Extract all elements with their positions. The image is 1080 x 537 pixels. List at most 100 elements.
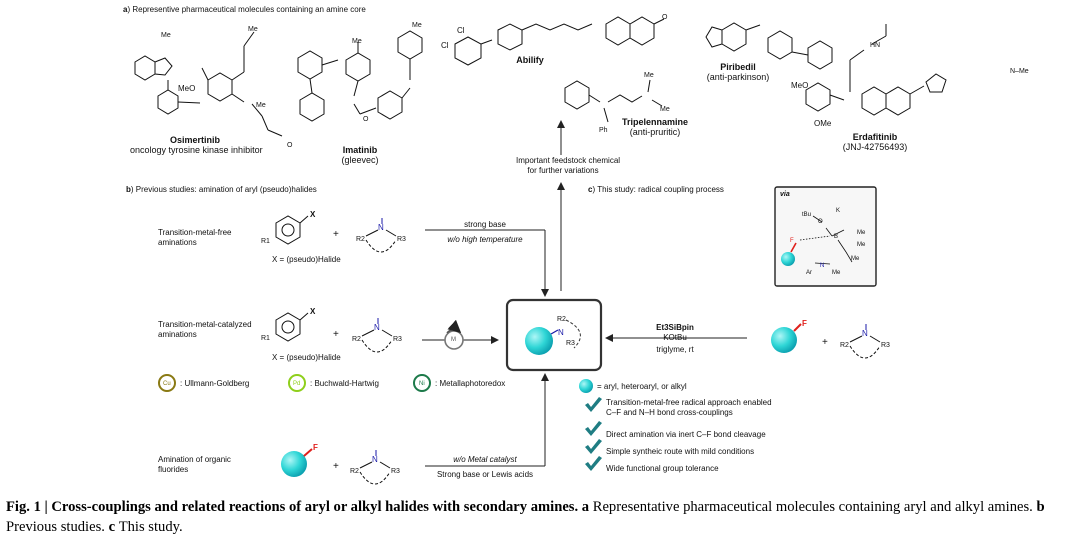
catalyst-ni-metal: Ni — [419, 381, 425, 387]
catalyst-pd-metal: Pd — [293, 381, 301, 387]
via-me2: Me — [857, 242, 866, 248]
catalyst-pd-name: : Buchwald-Hartwig — [310, 379, 379, 388]
row2-n: N — [374, 323, 380, 332]
row1-amine — [365, 218, 397, 253]
via-b: B — [834, 234, 839, 240]
reagent-label: Et3SiBpin — [656, 323, 694, 332]
row2-halide-note: X = (pseudo)Halide — [272, 353, 341, 362]
row1-r3: R3 — [397, 236, 406, 243]
via-box — [774, 186, 877, 287]
atom-label: Me — [412, 22, 422, 29]
atom-label: N–Me — [1010, 68, 1029, 75]
row1-cond-below: w/o high temperature — [447, 235, 523, 244]
erdafitinib-desc: (JNJ-42756493) — [842, 142, 908, 152]
c-amine — [849, 324, 881, 359]
c-fluoro-substrate — [771, 323, 802, 353]
via-me4: Me — [832, 270, 841, 276]
row1-halide-note: X = (pseudo)Halide — [272, 255, 341, 264]
solvent-label: triglyme, rt — [656, 345, 694, 354]
section-b-heading: b) Previous studies: amination of aryl (… — [126, 185, 317, 194]
row3-cond-below: Strong base or Lewis acids — [436, 470, 534, 479]
atom-label: O — [662, 14, 668, 21]
row1-cond-above: strong base — [464, 220, 506, 229]
c-f-label: F — [802, 319, 807, 328]
row2-x-label: X — [310, 307, 316, 316]
atom-label: HN — [870, 42, 881, 49]
atom-label: Me — [256, 102, 266, 109]
osimertinib-desc: oncology tyrosine kinase inhibitor — [130, 145, 263, 155]
catalyst-cu-name: : Ullmann-Goldberg — [180, 379, 250, 388]
legend-text: = aryl, heteroaryl, or alkyl — [597, 382, 687, 391]
via-tbu: tBu — [802, 212, 812, 218]
imatinib-name: Imatinib — [342, 145, 378, 155]
row1-r2: R2 — [356, 236, 365, 243]
atom-label: Ph — [599, 127, 608, 134]
abilify-structure — [454, 16, 665, 66]
figure-caption: Fig. 1 | Cross-couplings and related rea… — [6, 499, 1045, 535]
legend-ball — [579, 379, 593, 393]
metal-catalyst-cycle-icon — [444, 319, 464, 350]
catalyst-ni-icon — [413, 374, 431, 392]
piribedil-name: Piribedil — [720, 62, 756, 72]
row3-amine — [359, 450, 391, 485]
via-me1: Me — [857, 230, 866, 236]
tripelennamine-structure — [564, 79, 663, 123]
tripelennamine-name: Tripelennamine — [621, 117, 689, 127]
product-n: N — [558, 328, 564, 337]
via-f: F — [790, 238, 794, 244]
c-r3: R3 — [881, 342, 890, 349]
atom-label: Me — [161, 32, 171, 39]
atom-label: Me — [248, 26, 258, 33]
piribedil-desc: (anti-parkinson) — [706, 72, 770, 82]
row3-cond-above: w/o Metal catalyst — [453, 455, 517, 464]
section-a-heading: a) Representive pharmaceutical molecules… — [123, 5, 366, 14]
c-plus: + — [822, 337, 828, 348]
atom-label: OMe — [814, 119, 832, 128]
via-label: via — [780, 191, 790, 198]
check-icons — [585, 397, 602, 471]
product-r2: R2 — [557, 316, 566, 323]
row2-r2: R2 — [352, 336, 361, 343]
check-item-1: Transition-metal-free radical approach e… — [606, 398, 772, 417]
check-item-2: Direct amination via inert C–F bond clea… — [606, 430, 766, 439]
catalyst-ni-name: : Metallaphotoredox — [435, 379, 506, 388]
row2-r3: R3 — [393, 336, 402, 343]
via-me3: Me — [851, 256, 860, 262]
check-item-4: Wide functional group tolerance — [606, 464, 719, 473]
row3-n: N — [372, 455, 378, 464]
row3-f-label: F — [313, 443, 318, 452]
row1-n: N — [378, 223, 384, 232]
via-ar: Ar — [806, 270, 812, 276]
atom-label: MeO — [178, 84, 196, 93]
c-r2: R2 — [840, 342, 849, 349]
section-c-heading: c) This study: radical coupling process — [588, 185, 724, 194]
row3-r3: R3 — [391, 468, 400, 475]
osimertinib-structure — [134, 31, 283, 137]
row3-fluoro-substrate — [281, 448, 313, 477]
atom-label: Cl — [441, 41, 449, 50]
row2-aryl-ring — [275, 312, 309, 342]
abilify-name: Abilify — [516, 55, 544, 65]
via-n: N — [820, 263, 825, 269]
atom-label: MeO — [791, 81, 809, 90]
catalyst-cu-metal: Cu — [163, 381, 171, 387]
atom-label: O — [287, 142, 293, 149]
product-box — [505, 298, 603, 372]
row1-aryl-ring — [275, 215, 309, 245]
row2-r1: R1 — [261, 335, 270, 342]
atom-label: Me — [352, 38, 362, 45]
via-k: K — [836, 208, 841, 214]
atom-label: Cl — [457, 26, 465, 35]
piribedil-structure — [705, 22, 833, 70]
c-n: N — [862, 329, 868, 338]
osimertinib-name: Osimertinib — [169, 135, 220, 145]
row1-x-label: X — [310, 210, 316, 219]
product-r3: R3 — [566, 340, 575, 347]
catalyst-cu-icon — [158, 374, 176, 392]
row3-plus: + — [333, 461, 339, 472]
row3-r2: R2 — [350, 468, 359, 475]
imatinib-desc: (gleevec) — [341, 155, 379, 165]
